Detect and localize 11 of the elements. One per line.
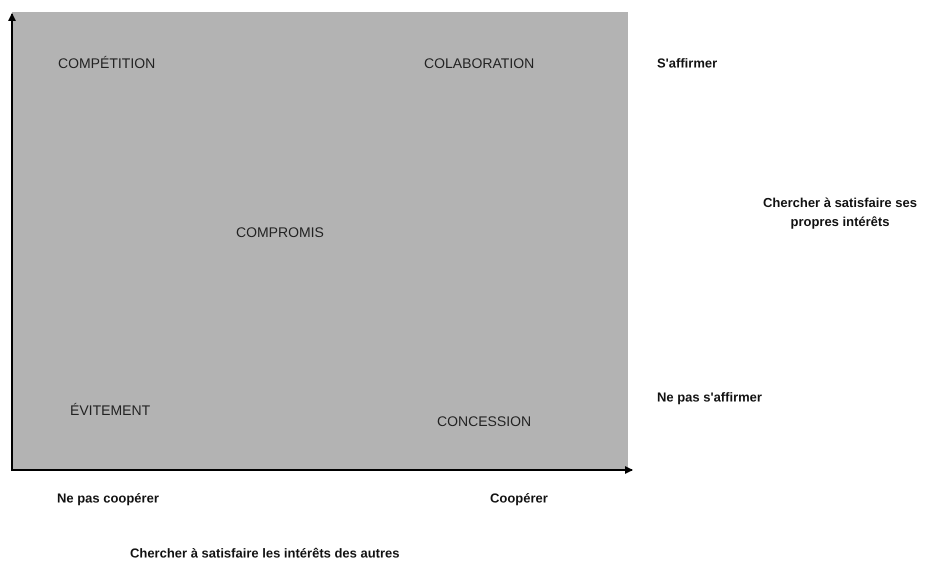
quadrant-label: COMPÉTITION [58,55,156,71]
quadrant-label: COLABORATION [424,55,534,71]
axis-label: Coopérer [490,490,548,506]
quadrant-label: CONCESSION [437,413,532,429]
axis-label: S'affirmer [657,56,718,70]
axis-title: Chercher à satisfaire les intérêts des autres [130,546,400,560]
axis-label: Ne pas s'affirmer [657,390,762,404]
quadrant-label: ÉVITEMENT [70,402,150,418]
axis-title: Chercher à satisfaire ses propres intérêts [762,194,918,231]
quadrant-label: COMPROMIS [236,224,324,240]
axis-label: Ne pas coopérer [57,490,159,506]
